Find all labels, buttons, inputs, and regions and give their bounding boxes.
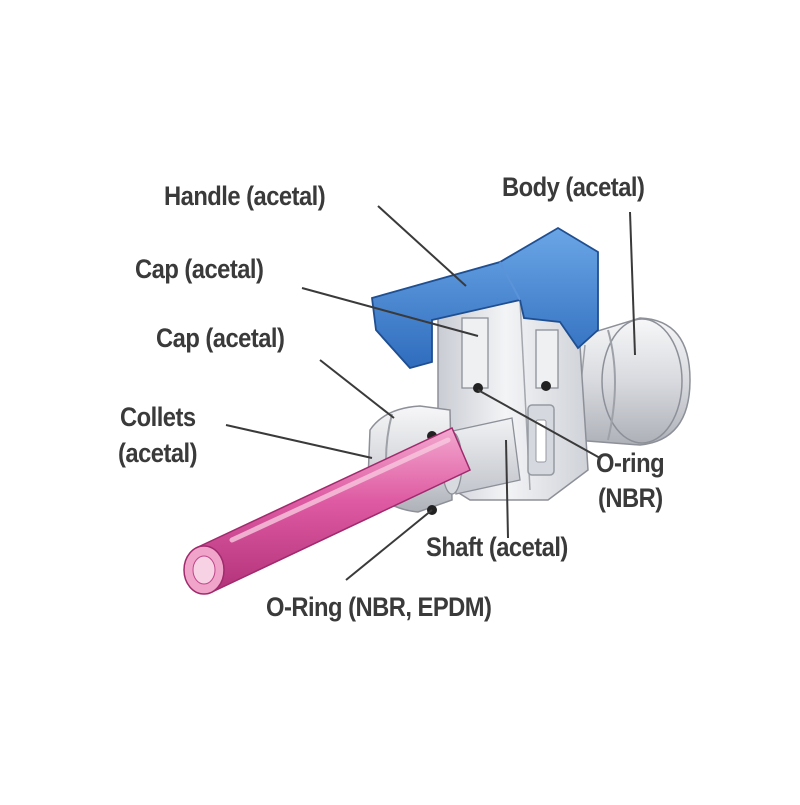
label-cap-lower: Cap (acetal) xyxy=(156,323,285,353)
label-shaft: Shaft (acetal) xyxy=(426,532,568,562)
label-oring-right-line2: (NBR) xyxy=(598,483,663,513)
label-oring-bottom: O-Ring (NBR, EPDM) xyxy=(266,592,492,622)
label-collets-line1: Collets xyxy=(120,402,196,432)
label-collets-line2: (acetal) xyxy=(118,438,198,468)
handle-lever xyxy=(371,226,599,370)
label-body: Body (acetal) xyxy=(502,172,645,202)
body-right-fitting xyxy=(574,317,691,446)
leader-shaft xyxy=(505,439,509,539)
leader-body xyxy=(629,211,636,356)
label-handle: Handle (acetal) xyxy=(164,181,326,211)
label-cap-upper: Cap (acetal) xyxy=(135,254,264,284)
leader-oring-bottom xyxy=(345,509,433,581)
leader-collets xyxy=(225,424,373,459)
leader-cap-lower xyxy=(319,359,395,419)
leader-lines xyxy=(225,205,636,581)
pink-tube xyxy=(183,426,471,595)
leader-handle xyxy=(377,205,467,287)
label-oring-right-line1: O-ring xyxy=(596,448,665,478)
leader-oring-right xyxy=(477,389,601,459)
leader-cap-upper xyxy=(301,287,479,337)
